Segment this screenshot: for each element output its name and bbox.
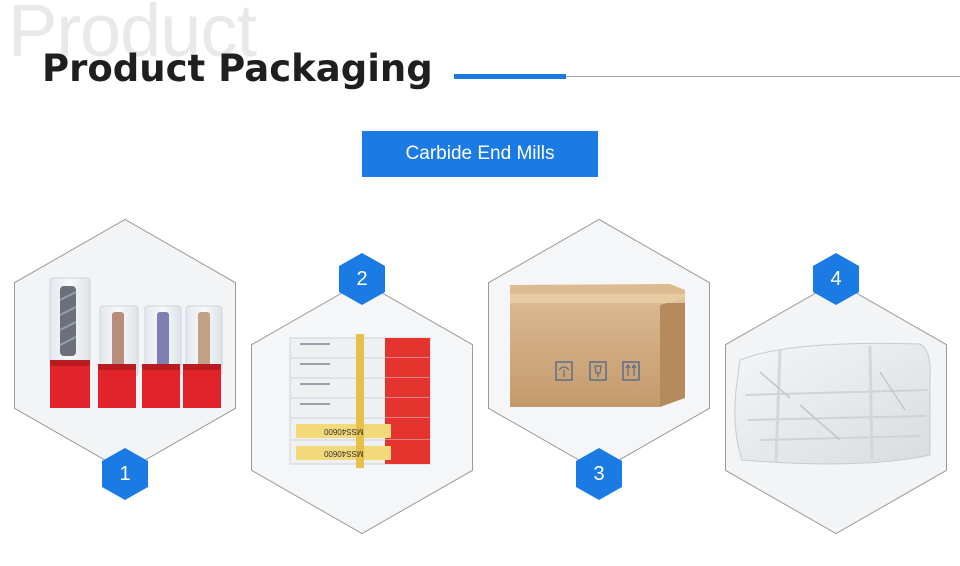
item-1-photo xyxy=(14,218,236,473)
item-4-badge xyxy=(813,253,859,305)
item-1-badge xyxy=(102,448,148,500)
item-2-badge xyxy=(339,253,385,305)
item-1-number: 1 xyxy=(119,463,131,485)
title-divider-accent xyxy=(454,74,566,79)
page-title: Product Packaging xyxy=(42,47,433,90)
item-2-label-code-a: MSS40600 xyxy=(323,427,363,436)
item-4-photo xyxy=(725,280,947,535)
item-2-number: 2 xyxy=(356,268,368,290)
item-3-badge xyxy=(576,448,622,500)
title-divider-line xyxy=(454,76,960,77)
background-watermark-word: Product xyxy=(8,0,257,72)
item-2-label-code-b: MSS40600 xyxy=(323,449,363,458)
item-3-number: 3 xyxy=(593,463,605,485)
item-2-photo xyxy=(251,280,473,535)
item-4-number: 4 xyxy=(830,268,842,290)
item-3-photo xyxy=(488,218,710,473)
carbide-end-mills-button[interactable]: Carbide End Mills xyxy=(362,131,598,177)
